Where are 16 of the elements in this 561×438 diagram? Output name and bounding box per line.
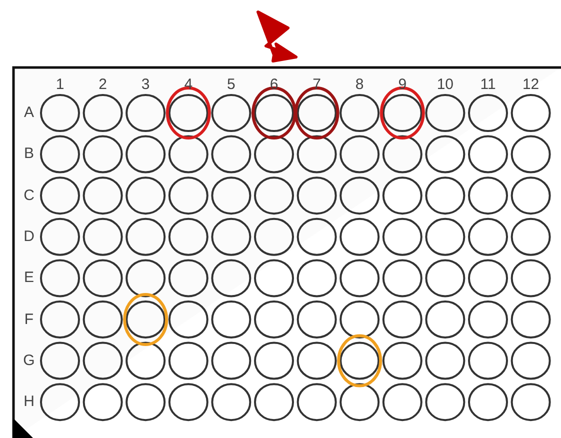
column-number: 3 — [141, 77, 150, 93]
column-number: 12 — [522, 77, 540, 93]
row-letter: E — [24, 270, 34, 286]
row-letter: D — [24, 228, 34, 245]
column-number: 10 — [436, 77, 454, 93]
column-number: 2 — [98, 77, 107, 93]
row-letter: F — [24, 312, 34, 328]
row-letter: B — [24, 146, 34, 162]
row-letter: C — [24, 188, 34, 204]
column-number: 11 — [480, 77, 496, 93]
column-number: 8 — [355, 77, 364, 93]
row-letter: H — [24, 394, 34, 410]
column-number: 1 — [56, 77, 64, 93]
column-number: 5 — [227, 77, 236, 93]
row-letter: G — [23, 352, 35, 369]
row-letter: A — [24, 105, 34, 121]
